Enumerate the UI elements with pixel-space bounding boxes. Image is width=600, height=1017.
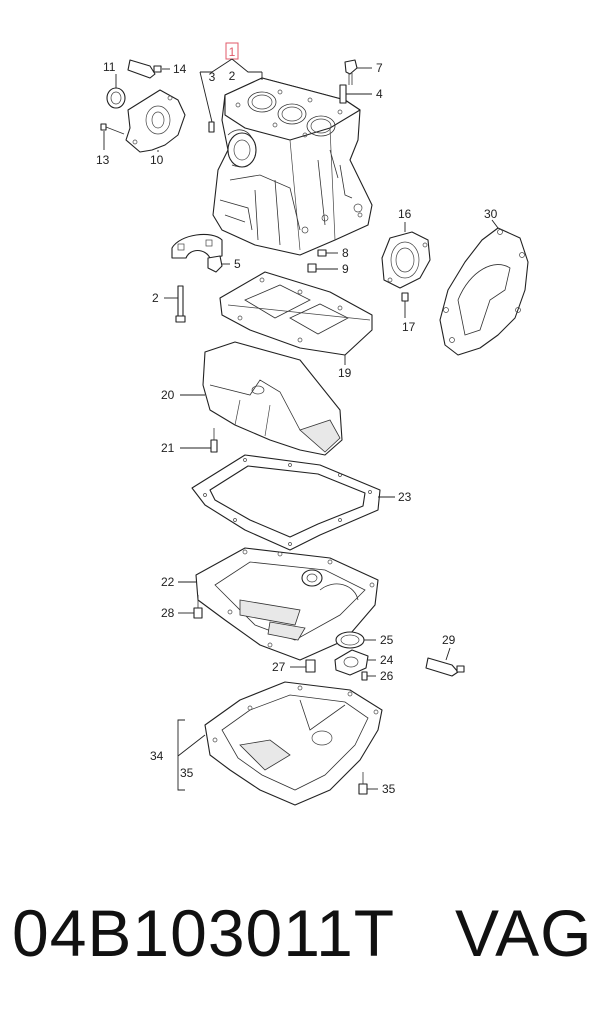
callout-2: 2 bbox=[229, 69, 236, 83]
callout-34: 34 bbox=[150, 749, 164, 763]
seal-ring-11 bbox=[106, 87, 126, 109]
callout-5: 5 bbox=[234, 257, 241, 271]
callout-29: 29 bbox=[442, 633, 456, 647]
callout-7: 7 bbox=[376, 61, 383, 75]
callout-10: 10 bbox=[150, 153, 164, 167]
bolt-2 bbox=[175, 285, 186, 323]
cylinder-block bbox=[212, 77, 373, 256]
callout-4: 4 bbox=[376, 87, 383, 101]
callout-27: 27 bbox=[272, 660, 286, 674]
pin-8 bbox=[317, 249, 327, 257]
sealing-flange-10 bbox=[125, 89, 186, 153]
callout-19: 19 bbox=[338, 366, 352, 380]
bolt-35 bbox=[358, 772, 368, 795]
callout-26: 26 bbox=[380, 669, 394, 683]
callout-28: 28 bbox=[161, 606, 175, 620]
sealant-tube-29 bbox=[425, 657, 465, 677]
callout-35: 35 bbox=[180, 766, 194, 780]
callout-3: 3 bbox=[209, 70, 216, 84]
callout-9: 9 bbox=[342, 262, 349, 276]
gasket-23 bbox=[191, 454, 381, 551]
callout-11: 11 bbox=[103, 60, 116, 74]
sensor-5 bbox=[207, 255, 223, 273]
cover-plate-30 bbox=[439, 227, 529, 356]
callouts: 1 2 3 4 7 11 14 10 13 5 8 9 2 16 17 30 1… bbox=[96, 45, 498, 796]
callout-20: 20 bbox=[161, 388, 175, 402]
flange-24 bbox=[334, 649, 369, 676]
bolt-21 bbox=[210, 428, 218, 453]
callout-35b: 35 bbox=[382, 782, 396, 796]
bolt-3 bbox=[208, 121, 215, 133]
callout-23: 23 bbox=[398, 490, 412, 504]
bolt-7 bbox=[344, 59, 358, 85]
drain-plug-27 bbox=[305, 659, 316, 673]
callout-25: 25 bbox=[380, 633, 394, 647]
bolt-13 bbox=[100, 123, 125, 135]
bolt-17 bbox=[401, 292, 409, 302]
pin-4 bbox=[339, 84, 347, 104]
bearing-frame-19 bbox=[219, 271, 373, 356]
bearing-cap bbox=[171, 233, 223, 259]
sealing-flange-16 bbox=[381, 231, 431, 289]
callout-14: 14 bbox=[173, 62, 187, 76]
callout-30: 30 bbox=[484, 207, 498, 221]
callout-13: 13 bbox=[96, 153, 110, 167]
oil-baffle-20 bbox=[202, 341, 343, 456]
brand-label: VAG bbox=[455, 896, 593, 970]
callout-8: 8 bbox=[342, 246, 349, 260]
sleeve-9 bbox=[307, 263, 317, 273]
callout-17: 17 bbox=[402, 320, 416, 334]
bolt-26 bbox=[361, 671, 368, 681]
seal-25 bbox=[335, 631, 365, 649]
leader-lines bbox=[103, 42, 499, 791]
part-number: 04B103011T bbox=[12, 896, 396, 970]
callout-24: 24 bbox=[380, 653, 394, 667]
lower-oil-pan-34 bbox=[204, 681, 383, 806]
callout-16: 16 bbox=[398, 207, 412, 221]
callout-1: 1 bbox=[229, 45, 236, 59]
callout-21: 21 bbox=[161, 441, 175, 455]
callout-22: 22 bbox=[161, 575, 175, 589]
callout-2b: 2 bbox=[152, 291, 159, 305]
sealant-tube-14 bbox=[127, 59, 162, 79]
exploded-parts-diagram: 1 2 3 4 7 11 14 10 13 5 8 9 2 16 17 30 1… bbox=[96, 42, 529, 806]
